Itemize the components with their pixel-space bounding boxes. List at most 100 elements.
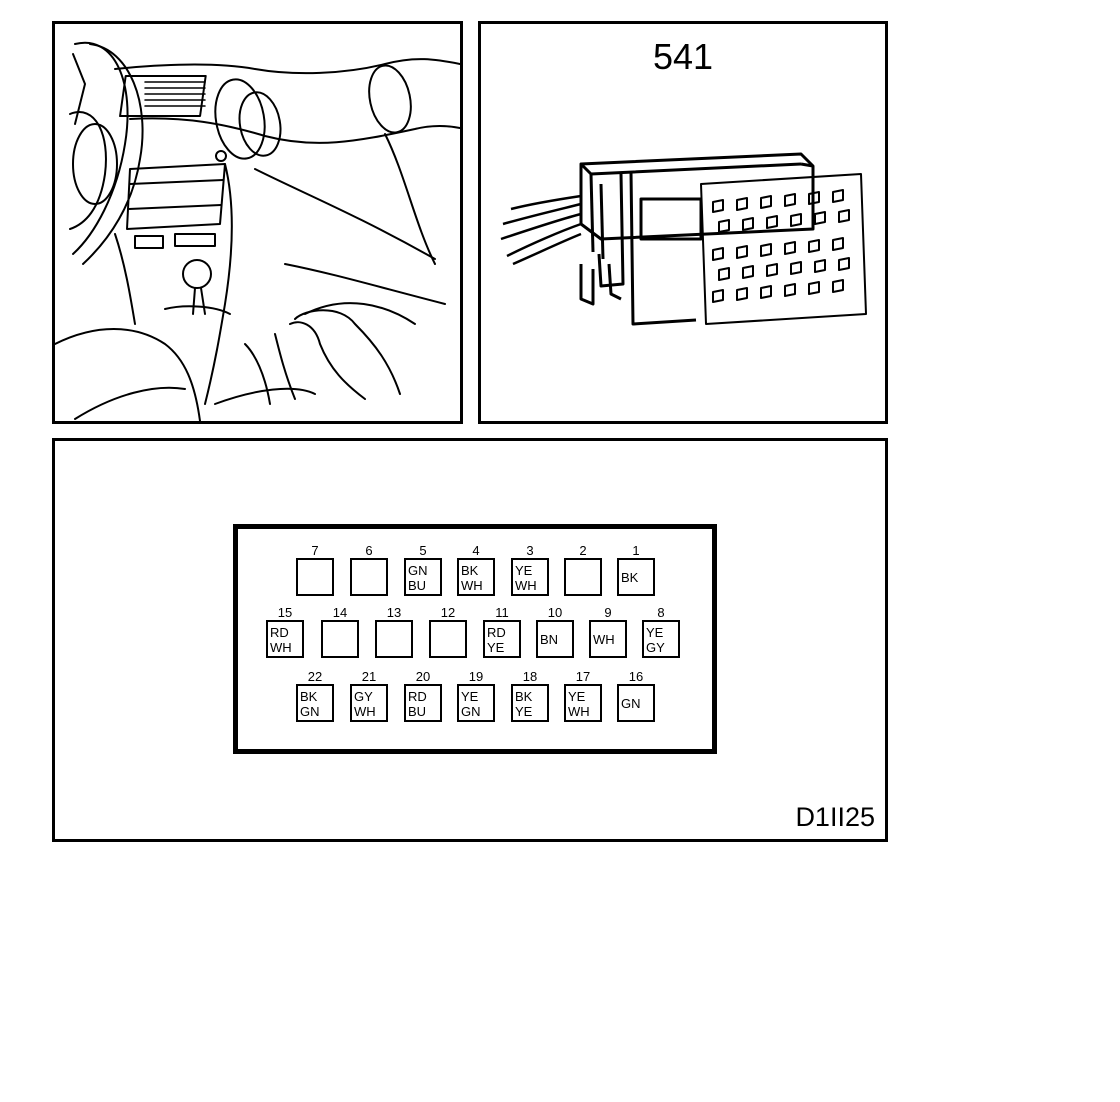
pin-cavity: WH	[589, 620, 627, 658]
location-illustration-panel	[52, 21, 463, 424]
wire-color: BK	[300, 689, 318, 704]
wire-color: BN	[540, 632, 559, 647]
pin-cavity: BK WH	[457, 558, 495, 596]
pin: 21 GY WH	[350, 670, 388, 722]
wire-color: WH	[593, 632, 615, 647]
wire-color: YE	[487, 640, 505, 655]
pin-number: 9	[604, 605, 612, 620]
wire-color: GN	[408, 563, 428, 578]
pin-cavity: BK GN	[296, 684, 334, 722]
pin: 9 WH	[589, 606, 627, 658]
wire-color: WH	[461, 578, 483, 593]
wire-bundle	[500, 194, 582, 266]
connector-number: 541	[652, 36, 714, 77]
pin-number: 4	[472, 543, 480, 558]
wire-color: YE	[515, 704, 533, 719]
wire-color: BU	[408, 704, 427, 719]
pin-cavity: YE WH	[564, 684, 602, 722]
pin: 11 RD YE	[483, 606, 521, 658]
pin: 13	[375, 606, 413, 658]
wire-color: GN	[300, 704, 320, 719]
wire-color: WH	[270, 640, 292, 655]
pinout-diagram-panel: 7 6 5 GN BU 4 BK WH 3 YE WH	[52, 438, 888, 842]
pin: 2	[564, 544, 602, 596]
pin-number: 8	[657, 605, 665, 620]
wire-color: YE	[646, 625, 664, 640]
figure-code: D1II25	[795, 802, 875, 832]
pin-cavity: YE GY	[642, 620, 680, 658]
pin-number: 21	[361, 669, 377, 684]
pin-number: 20	[415, 669, 431, 684]
pin: 15 RD WH	[266, 606, 304, 658]
pin-cavity: RD YE	[483, 620, 521, 658]
pin-cavity: BN	[536, 620, 574, 658]
wire-color: BK	[461, 563, 479, 578]
pin-number: 7	[311, 543, 319, 558]
pin-number: 11	[495, 605, 509, 620]
pin-number: 18	[522, 669, 538, 684]
pin-number: 6	[365, 543, 373, 558]
pin: 20 RD BU	[404, 670, 442, 722]
pin: 12	[429, 606, 467, 658]
pin-cavity: RD BU	[404, 684, 442, 722]
wire-color: GY	[354, 689, 373, 704]
pin-cavity	[564, 558, 602, 596]
wire-color: BU	[408, 578, 427, 593]
wire-color: BK	[515, 689, 533, 704]
pin: 4 BK WH	[457, 544, 495, 596]
pin: 19 YE GN	[457, 670, 495, 722]
pin-number: 2	[579, 543, 587, 558]
wire-color: YE	[515, 563, 533, 578]
pin: 10 BN	[536, 606, 574, 658]
connector-housing-sketch	[500, 152, 867, 326]
wire-color: GN	[621, 696, 641, 711]
connector-pin-face: 7 6 5 GN BU 4 BK WH 3 YE WH	[233, 524, 717, 754]
pin-number: 22	[307, 669, 323, 684]
pin: 6	[350, 544, 388, 596]
pin-number: 16	[628, 669, 644, 684]
pin-cavity	[350, 558, 388, 596]
pin-cavity: RD WH	[266, 620, 304, 658]
pin-cavity	[296, 558, 334, 596]
wire-color: WH	[515, 578, 537, 593]
pin-number: 10	[547, 605, 563, 620]
pin-number: 5	[419, 543, 427, 558]
pin-number: 17	[575, 669, 591, 684]
pin: 18 BK YE	[511, 670, 549, 722]
pin: 14	[321, 606, 359, 658]
pin-cavity: YE WH	[511, 558, 549, 596]
pin: 1 BK	[617, 544, 655, 596]
wire-color: GY	[646, 640, 665, 655]
wire-color: RD	[270, 625, 289, 640]
wire-color: GN	[461, 704, 481, 719]
pin-cavity: GN BU	[404, 558, 442, 596]
pin: 7	[296, 544, 334, 596]
wire-color: WH	[568, 704, 590, 719]
wire-color: YE	[461, 689, 479, 704]
pin-cavity: YE GN	[457, 684, 495, 722]
wire-color: WH	[354, 704, 376, 719]
pin-cavity: BK YE	[511, 684, 549, 722]
pin-cavity: BK	[617, 558, 655, 596]
pin: 8 YE GY	[642, 606, 680, 658]
pin-number: 12	[440, 605, 456, 620]
wire-color: BK	[621, 570, 639, 585]
pin: 22 BK GN	[296, 670, 334, 722]
connector-illustration-panel: 541	[478, 21, 888, 424]
pin: 5 GN BU	[404, 544, 442, 596]
pin: 3 YE WH	[511, 544, 549, 596]
pin: 16 GN	[617, 670, 655, 722]
wire-color: RD	[408, 689, 427, 704]
pin-cavity	[321, 620, 359, 658]
wire-color: YE	[568, 689, 586, 704]
pin-cavity	[375, 620, 413, 658]
pin: 17 YE WH	[564, 670, 602, 722]
pin-cavity	[429, 620, 467, 658]
cavity-grid	[700, 173, 867, 325]
dashboard-interior-sketch	[55, 41, 460, 421]
pin-number: 1	[632, 543, 640, 558]
pin-number: 15	[277, 605, 293, 620]
pin-number: 13	[386, 605, 402, 620]
pin-cavity: GY WH	[350, 684, 388, 722]
pin-number: 14	[332, 605, 348, 620]
